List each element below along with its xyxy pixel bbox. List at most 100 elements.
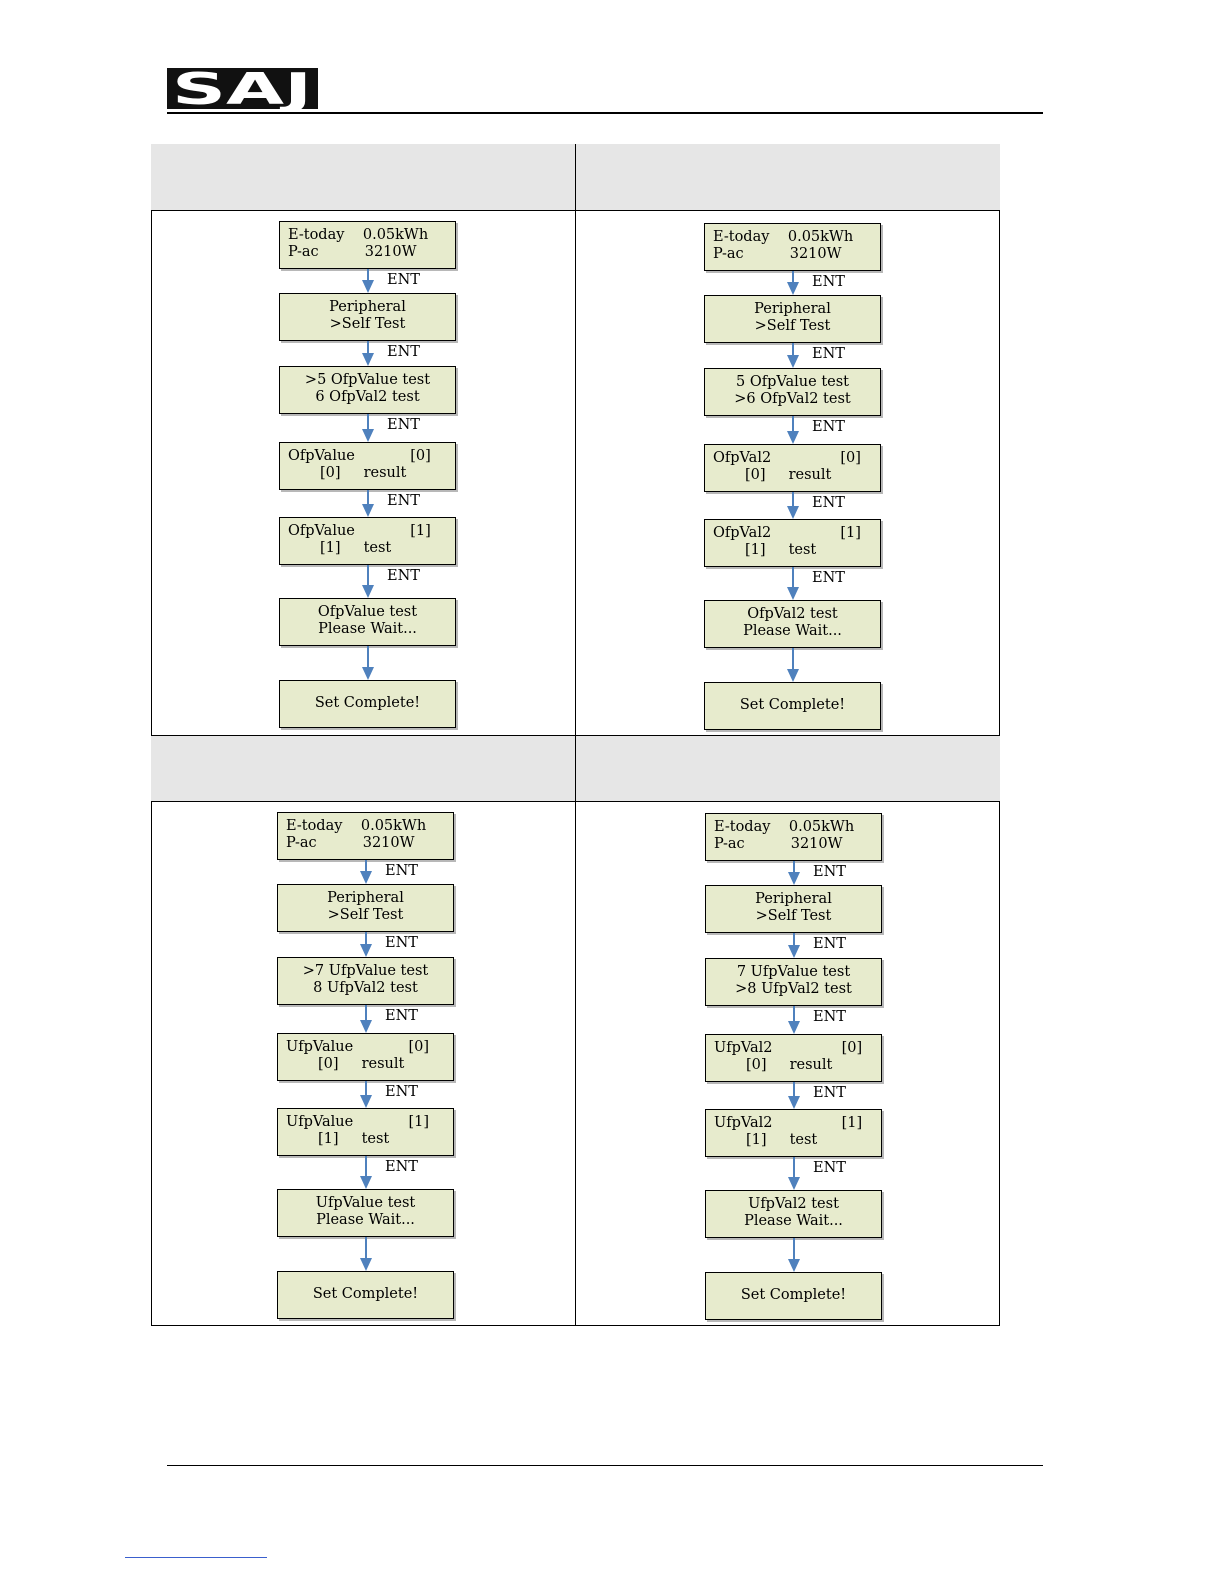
lcd-line: OfpValue [0] [288, 448, 431, 464]
down-arrow-icon [357, 1237, 375, 1271]
ent-key-label: ENT [812, 419, 845, 435]
lcd-screen: OfpValue [1][1] test [279, 517, 456, 565]
lcd-line: [0] result [746, 1057, 833, 1073]
lcd-line: Please Wait... [744, 1213, 843, 1229]
ent-key-label: ENT [812, 495, 845, 511]
lcd-line: P-ac 3210W [714, 836, 843, 852]
down-arrow-icon [785, 1006, 803, 1034]
lcd-line: >5 OfpValue test [304, 372, 431, 388]
footnote-link-line [125, 1557, 267, 1558]
ent-key-label: ENT [812, 346, 845, 362]
lcd-line: [1] test [746, 1132, 818, 1148]
lcd-line: 7 UfpValue test [736, 964, 851, 980]
lcd-screen: Peripheral>Self Test [704, 295, 881, 343]
lcd-line: Please Wait... [318, 621, 417, 637]
lcd-screen: UfpValue [1][1] test [277, 1108, 454, 1156]
down-arrow-icon [784, 271, 802, 295]
lcd-line: [1] test [318, 1131, 390, 1147]
lcd-line: >6 OfpVal2 test [734, 391, 851, 407]
down-arrow-icon [359, 341, 377, 366]
down-arrow-icon [784, 567, 802, 600]
lcd-line: OfpValue test [317, 604, 418, 620]
lcd-line: P-ac 3210W [286, 835, 415, 851]
ent-key-label: ENT [385, 1084, 418, 1100]
lcd-line: UfpValue test [315, 1195, 416, 1211]
lcd-line: Peripheral [755, 891, 832, 907]
lcd-line: Set Complete! [314, 695, 421, 711]
down-arrow-icon [359, 646, 377, 680]
down-arrow-icon [785, 1082, 803, 1109]
lcd-screen: Set Complete! [705, 1272, 882, 1320]
column-divider [575, 144, 576, 1326]
lcd-line: [0] result [318, 1056, 405, 1072]
ent-key-label: ENT [385, 1159, 418, 1175]
ent-key-label: ENT [813, 1009, 846, 1025]
down-arrow-icon [785, 1157, 803, 1190]
lcd-line: OfpValue [1] [288, 523, 431, 539]
ent-key-label: ENT [813, 864, 846, 880]
logo-text: SAJ [172, 68, 312, 109]
lcd-line: >8 UfpVal2 test [735, 981, 852, 997]
lcd-screen: OfpValue [0][0] result [279, 442, 456, 490]
lcd-line: P-ac 3210W [288, 244, 417, 260]
lcd-line: 8 UfpVal2 test [313, 980, 418, 996]
ent-key-label: ENT [813, 1160, 846, 1176]
down-arrow-icon [785, 861, 803, 885]
down-arrow-icon [784, 416, 802, 444]
lcd-line: >Self Test [329, 316, 406, 332]
lcd-line: E-today 0.05kWh [713, 229, 854, 245]
saj-logo: SAJ [167, 68, 318, 109]
lcd-screen: Peripheral>Self Test [279, 293, 456, 341]
ent-key-label: ENT [387, 568, 420, 584]
ent-key-label: ENT [813, 936, 846, 952]
lcd-screen: Set Complete! [704, 682, 881, 730]
lcd-line: OfpVal2 [1] [713, 525, 861, 541]
down-arrow-icon [784, 648, 802, 682]
down-arrow-icon [357, 1081, 375, 1108]
lcd-line: >Self Test [755, 908, 832, 924]
lcd-screen: 5 OfpValue test>6 OfpVal2 test [704, 368, 881, 416]
ent-key-label: ENT [385, 863, 418, 879]
footer-rule [167, 1465, 1043, 1466]
lcd-line: OfpVal2 test [747, 606, 838, 622]
header-rule [167, 112, 1043, 114]
lcd-line: [1] test [745, 542, 817, 558]
down-arrow-icon [359, 565, 377, 598]
lcd-line: [1] test [320, 540, 392, 556]
ent-key-label: ENT [387, 344, 420, 360]
down-arrow-icon [359, 269, 377, 293]
lcd-line: [0] result [745, 467, 832, 483]
down-arrow-icon [357, 860, 375, 884]
down-arrow-icon [784, 492, 802, 519]
lcd-line: UfpVal2 [0] [714, 1040, 863, 1056]
ent-key-label: ENT [385, 1008, 418, 1024]
lcd-line: OfpVal2 [0] [713, 450, 861, 466]
lcd-screen: UfpVal2 [1][1] test [705, 1109, 882, 1157]
lcd-line: E-today 0.05kWh [286, 818, 427, 834]
down-arrow-icon [357, 1156, 375, 1189]
lcd-screen: Peripheral>Self Test [705, 885, 882, 933]
lcd-screen: UfpVal2 [0][0] result [705, 1034, 882, 1082]
lcd-line: UfpVal2 test [748, 1196, 839, 1212]
lcd-line: E-today 0.05kWh [288, 227, 429, 243]
saj-logo-mark: SAJ [167, 68, 318, 109]
down-arrow-icon [359, 414, 377, 442]
lcd-line: P-ac 3210W [713, 246, 842, 262]
lcd-line: >7 UfpValue test [302, 963, 429, 979]
lcd-line: UfpValue [1] [286, 1114, 430, 1130]
ent-key-label: ENT [812, 570, 845, 586]
lcd-screen: OfpVal2 [1][1] test [704, 519, 881, 567]
ent-key-label: ENT [387, 417, 420, 433]
lcd-line: E-today 0.05kWh [714, 819, 855, 835]
lcd-line: UfpVal2 [1] [714, 1115, 863, 1131]
lcd-screen: Set Complete! [277, 1271, 454, 1319]
lcd-line: Please Wait... [743, 623, 842, 639]
down-arrow-icon [357, 932, 375, 957]
